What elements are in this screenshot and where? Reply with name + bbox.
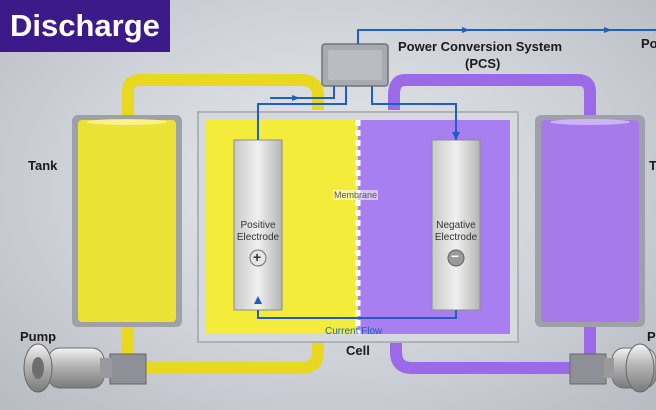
positive-label-line1: Positive <box>240 220 276 231</box>
wires <box>257 29 656 319</box>
pipe-fitting-left <box>109 353 147 385</box>
output-label: Po <box>641 36 656 51</box>
cell-label: Cell <box>346 343 370 358</box>
yellow-pipe-bottom <box>122 322 324 374</box>
pump-right <box>604 343 656 393</box>
purple-pipe-top <box>388 74 596 120</box>
positive-electrode <box>233 139 283 311</box>
pcs-label: Power Conversion System <box>398 39 562 54</box>
membrane-label: Membrane <box>333 190 379 200</box>
pipe-fitting-right <box>569 353 607 385</box>
tank-left <box>72 115 182 327</box>
positive-electrode-label: Positive Electrode <box>234 220 282 244</box>
purple-pipe-bottom <box>390 322 596 374</box>
positive-label-line2: Electrode <box>236 232 280 243</box>
pcs-label-abbrev: (PCS) <box>465 56 501 71</box>
negative-electrode-label: Negative Electrode <box>432 220 480 244</box>
pcs-box <box>321 43 389 87</box>
yellow-pipe-top <box>122 74 324 120</box>
pump-right-label: P <box>647 329 656 344</box>
tank-right-label: T <box>649 158 656 173</box>
current-flow-label: Current Flow <box>325 326 383 337</box>
negative-symbol: − <box>451 248 460 264</box>
pump-left-label: Pump <box>20 329 57 344</box>
page-title: Discharge <box>0 0 170 52</box>
tank-left-label: Tank <box>28 158 58 173</box>
negative-electrode <box>431 139 481 311</box>
tank-right <box>535 115 645 327</box>
positive-symbol: + <box>253 249 262 265</box>
negative-label-line1: Negative <box>436 220 476 231</box>
wire-arrows <box>254 27 612 304</box>
negative-label-line2: Electrode <box>434 232 478 243</box>
pump-left <box>23 343 112 393</box>
